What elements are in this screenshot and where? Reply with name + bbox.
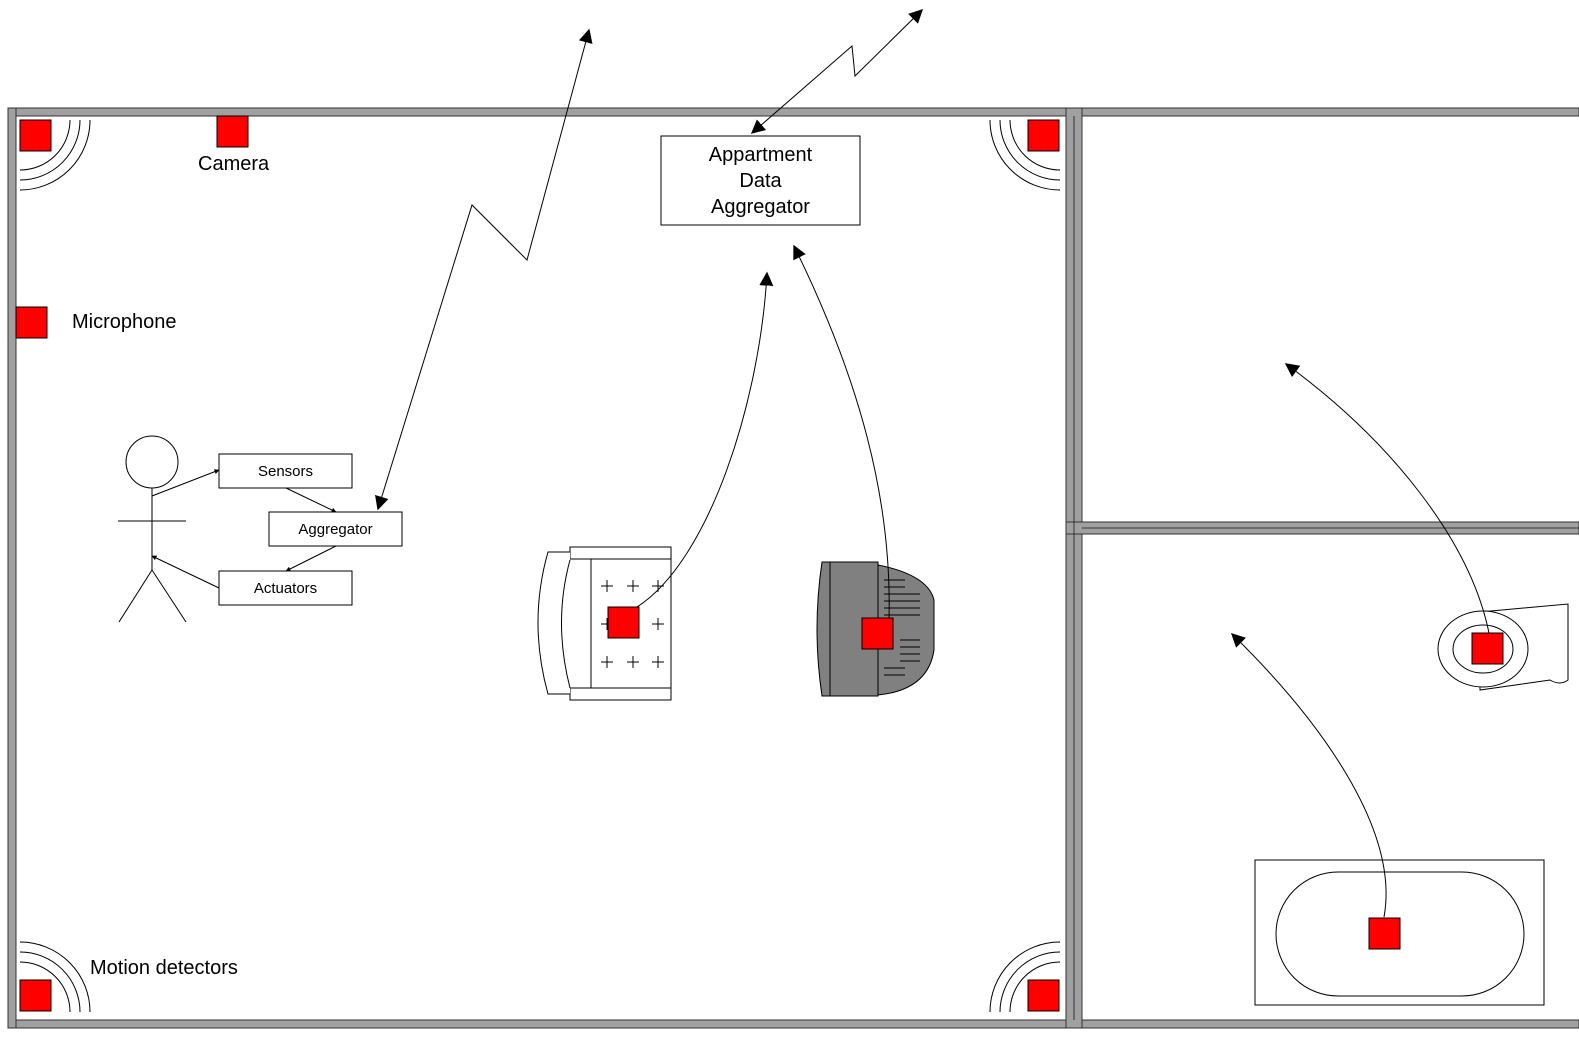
aggregator-label: Aggregator: [298, 520, 373, 538]
wireless-link-person: [375, 28, 593, 511]
television: [816, 561, 935, 697]
person-figure: [118, 435, 187, 623]
aggregator-box: [268, 511, 403, 547]
wireless-links: [375, 9, 923, 511]
toilet-sensor: [1471, 632, 1504, 665]
data-flow-arrows: [636, 244, 1490, 918]
motion-detectors-label: Motion detectors: [90, 957, 238, 979]
armchair-sensor: [607, 606, 640, 639]
motion-sensor-bottom-left: [19, 979, 52, 1012]
outer-wall-left: [7, 107, 17, 1029]
microphone-sensor: [15, 306, 48, 339]
bathtub-to-room-arrow: [1230, 633, 1387, 918]
microphone-label: Microphone: [72, 311, 177, 333]
actuators-box: [218, 570, 353, 606]
outer-wall-top: [7, 107, 1579, 117]
apartment-aggregator-line1: Appartment: [708, 143, 813, 166]
apartment-aggregator-box: [660, 135, 861, 226]
sensors-label: Sensors: [257, 462, 314, 480]
motion-detector-arcs: [19, 119, 1061, 1013]
tv-to-aggregator-arrow: [793, 244, 890, 620]
armchair-to-aggregator-arrow: [636, 271, 774, 608]
outer-wall-bottom: [7, 1019, 1579, 1029]
motion-sensor-top-left: [19, 119, 52, 152]
bathtub-sensor: [1368, 917, 1401, 950]
camera-label: Camera: [198, 153, 270, 175]
motion-sensor-bottom-right: [1027, 979, 1060, 1012]
motion-sensor-top-right: [1027, 119, 1060, 152]
tv-sensor: [861, 617, 894, 650]
apartment-aggregator-line2: Data: [739, 169, 782, 192]
apartment-aggregator-label: Appartment Data Aggregator: [662, 137, 859, 224]
apartment-aggregator-line3: Aggregator: [711, 195, 810, 218]
toilet-to-room-arrow: [1284, 363, 1490, 634]
camera-sensor: [216, 115, 249, 148]
sensors: [15, 115, 1504, 1012]
wireless-link-apartment: [750, 9, 923, 134]
actuators-label: Actuators: [253, 579, 318, 597]
